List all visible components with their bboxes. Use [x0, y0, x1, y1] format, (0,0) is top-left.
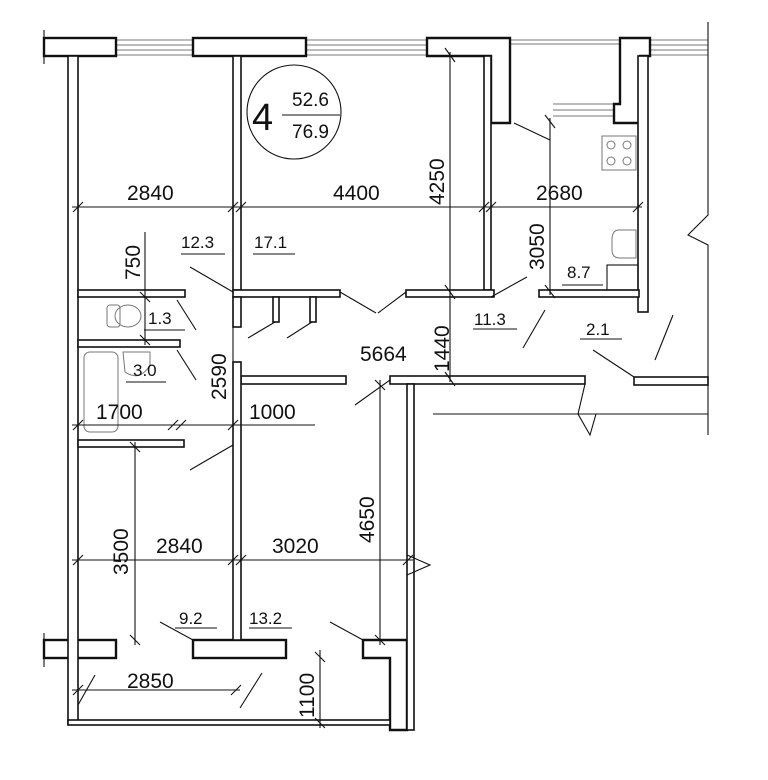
- exterior-walls: [42, 36, 652, 732]
- area-room-right-bottom: 13.2: [249, 609, 282, 628]
- dim-hall-width: 1000: [249, 401, 296, 424]
- kitchen-counter: [606, 264, 639, 291]
- toilet-icon: [106, 304, 142, 328]
- area-wc: 1.3: [148, 309, 172, 328]
- outline-lines: [43, 22, 709, 667]
- dimension-labels: 2840 4400 2680 4250 3050 750 2590 5664 1…: [96, 158, 583, 718]
- kitchen-stove-icon: [601, 135, 637, 171]
- dim-wc-offset: 750: [122, 245, 145, 280]
- apartment-badge: 4 52.6 76.9: [246, 64, 342, 160]
- kitchen-sink-icon: [611, 229, 637, 259]
- dim-balcony-depth: 1100: [296, 673, 319, 718]
- dim-top-left: 2840: [127, 182, 174, 205]
- area-room-left-bottom: 9.2: [179, 609, 203, 628]
- dim-bedroom-depth: 4650: [356, 496, 379, 543]
- dim-top-middle: 4400: [333, 182, 380, 205]
- area-bath: 3.0: [133, 361, 157, 380]
- bathtub-icon: [83, 351, 119, 433]
- dim-corridor-length: 5664: [360, 343, 407, 366]
- dim-bottom-left: 2840: [156, 535, 203, 558]
- door-swings: [77, 122, 674, 709]
- dim-kitchen-depth: 3050: [526, 223, 549, 270]
- dim-kitchen-width: 2680: [536, 182, 583, 205]
- area-living: 17.1: [254, 233, 287, 252]
- room-count: 4: [252, 97, 273, 139]
- area-kitchen: 8.7: [567, 263, 591, 282]
- total-area: 76.9: [292, 122, 329, 143]
- dim-balcony-width: 2850: [127, 670, 174, 693]
- dim-bath-width: 1700: [96, 401, 143, 424]
- dimension-ticks: [72, 47, 644, 729]
- area-hall: 11.3: [474, 310, 506, 329]
- room-area-labels: 12.3 17.1 1.3 3.0 11.3 8.7 2.1 9.2 13.2: [126, 233, 622, 629]
- dim-bath-height: 2590: [208, 353, 231, 400]
- bath-sink-icon: [122, 351, 151, 377]
- top-windows: [116, 39, 708, 117]
- dim-bedroom-left-depth: 3500: [110, 528, 133, 575]
- area-entrance: 2.1: [586, 320, 610, 339]
- dim-bottom-right: 3020: [272, 535, 319, 558]
- living-area: 52.6: [292, 90, 329, 111]
- dim-corridor-width: 1440: [431, 325, 454, 372]
- dim-living-depth: 4250: [426, 158, 449, 205]
- dimension-lines: [72, 52, 642, 728]
- area-room-left-top: 12.3: [181, 233, 214, 252]
